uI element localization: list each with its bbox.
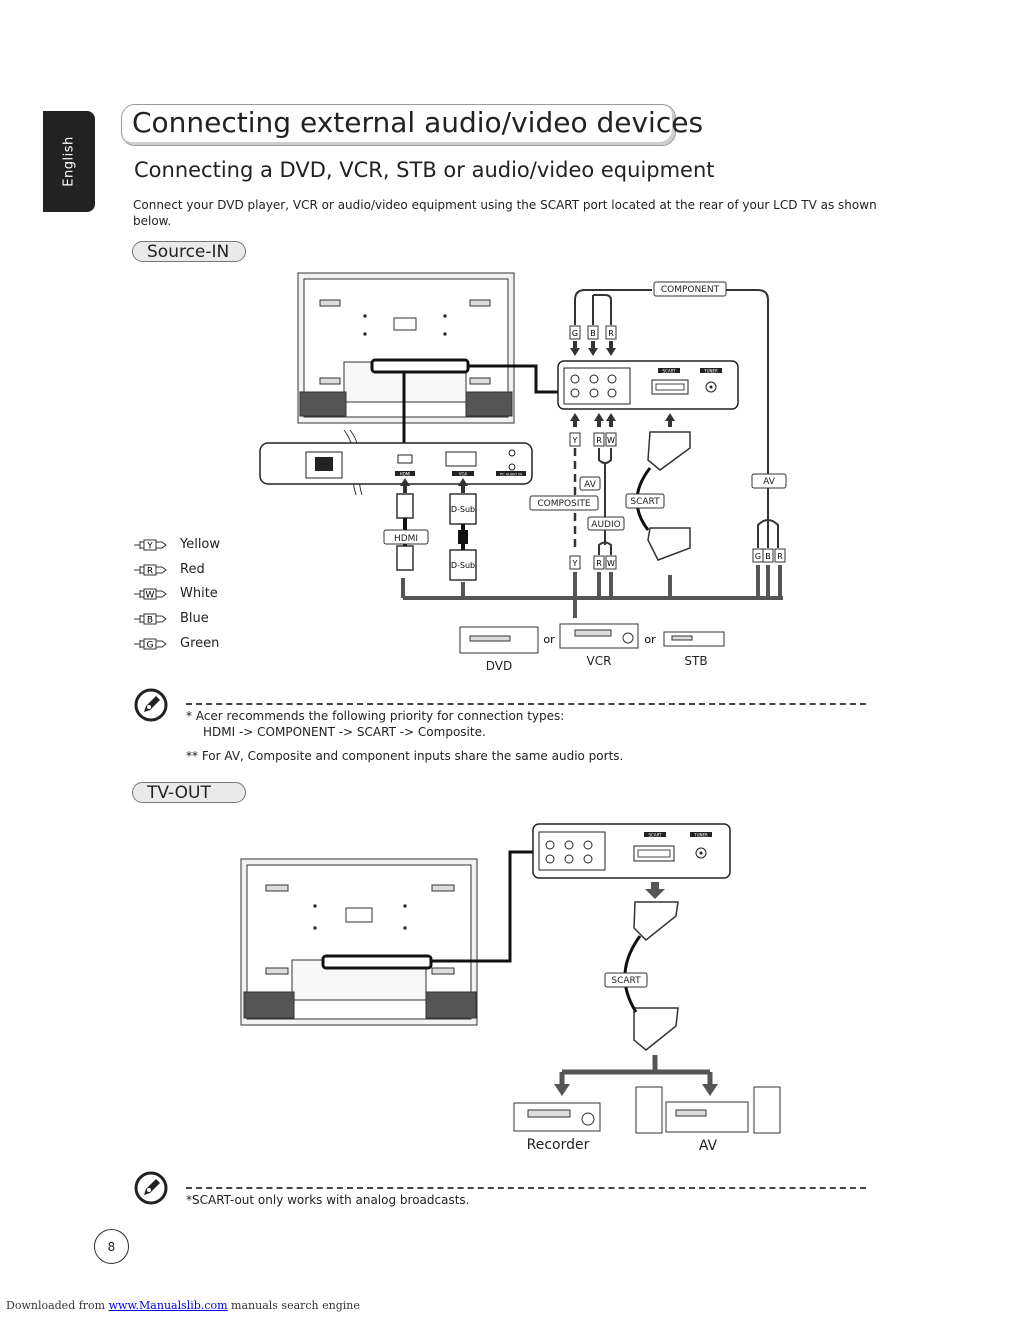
plug-icon: G [134,638,167,650]
source-in-pill: Source-IN [132,241,246,262]
manualslib-link[interactable]: www.Manualslib.com [108,1299,228,1312]
vcr-icon [559,623,639,649]
svg-text:B: B [765,552,771,561]
note-priority-order: HDMI -> COMPONENT -> SCART -> Composite. [203,725,486,739]
page-number: 8 [94,1229,129,1264]
vcr-label: VCR [587,654,612,668]
legend-item-blue: B Blue [132,611,209,626]
scart-cable [633,901,679,1051]
right-input-panel: SCART TUNER [557,360,739,410]
svg-text:B: B [147,615,153,625]
lower-input-panel: HDMI VGA PC AUDIO IN [259,442,533,485]
tv-back-illustration [297,272,515,424]
source-in-diagram: HDMI VGA PC AUDIO IN SCART TUNER COMPONE… [259,272,787,673]
audio-label: AUDIO [591,520,620,530]
note-shared-audio: ** For AV, Composite and component input… [186,749,624,763]
note-divider [186,703,866,705]
dvd-label: DVD [486,659,512,673]
plug-icon: Y [134,539,167,551]
svg-text:G: G [755,552,761,561]
legend-item-white: W White [132,586,218,601]
language-tab-label: English [61,136,77,187]
svg-text:Y: Y [146,541,153,551]
recorder-icon [513,1102,601,1132]
composite-label: COMPOSITE [537,499,591,509]
svg-text:B: B [590,329,596,338]
svg-text:PC AUDIO IN: PC AUDIO IN [500,473,522,477]
scart-out-note: *SCART-out only works with analog broadc… [186,1193,470,1207]
svg-text:W: W [607,559,615,568]
or-label-2: or [644,633,656,646]
plug-icon: W [134,588,167,600]
svg-text:Y: Y [572,559,578,568]
svg-text:R: R [777,552,783,561]
intro-text-line2: below. [133,214,172,228]
intro-text-line1: Connect your DVD player, VCR or audio/vi… [133,198,877,212]
component-label: COMPONENT [661,285,720,295]
hdmi-label: HDMI [394,534,418,544]
recorder-label: Recorder [527,1137,590,1153]
svg-text:R: R [147,566,153,576]
note-pencil-icon [134,688,168,722]
svg-text:R: R [596,559,602,568]
av-right-label: AV [763,477,776,487]
note-divider [186,1187,866,1189]
tv-port-highlight [370,358,470,374]
svg-text:SCART: SCART [649,832,663,837]
stb-icon [663,631,725,647]
section-heading: Connecting a DVD, VCR, STB or audio/vide… [134,158,715,182]
av-mid-label: AV [584,480,597,490]
legend-item-red: R Red [132,562,205,577]
language-tab [43,111,95,212]
svg-text:SCART: SCART [663,368,677,373]
download-footer: Downloaded from www.Manualslib.com manua… [6,1299,360,1312]
legend-item-green: G Green [132,636,219,651]
tv-back-illustration [240,858,478,1026]
output-panel: SCART TUNER [532,823,731,879]
svg-text:VGA: VGA [459,472,468,477]
svg-text:Y: Y [572,436,578,445]
av-label: AV [699,1138,718,1154]
legend-item-yellow: Y Yellow [132,537,220,552]
svg-text:TUNER: TUNER [693,832,708,837]
scart-label: SCART [630,497,660,507]
svg-text:R: R [596,436,602,445]
note-pencil-icon [134,1171,168,1205]
svg-text:HDMI: HDMI [400,472,411,477]
tv-to-panel-cable [431,850,534,963]
svg-text:TUNER: TUNER [703,368,718,373]
tv-out-diagram: SCART TUNER SCART Recorder AV [240,823,781,1154]
note-priority-line: * Acer recommends the following priority… [186,709,565,723]
dsub-bottom-label: D-Sub [451,561,475,570]
svg-text:G: G [147,640,154,650]
plug-icon: R [134,564,167,576]
stb-label: STB [684,654,707,668]
svg-text:W: W [607,436,615,445]
or-label-1: or [543,633,555,646]
plug-icon: B [134,613,167,625]
svg-text:R: R [608,329,614,338]
tv-port-highlight [321,954,433,970]
scart-cable [647,431,691,561]
svg-text:G: G [572,329,578,338]
page-title: Connecting external audio/video devices [132,106,704,139]
dsub-top-label: D-Sub [451,505,475,514]
av-receiver-icon [635,1086,781,1134]
footer-suffix: manuals search engine [227,1299,360,1312]
tv-to-panel-cable [468,364,558,394]
svg-text:W: W [146,590,155,600]
scart-label: SCART [611,976,641,986]
title-frame [121,104,676,146]
footer-prefix: Downloaded from [6,1299,109,1312]
dvd-icon [459,626,539,654]
tv-out-pill: TV-OUT [132,782,246,803]
